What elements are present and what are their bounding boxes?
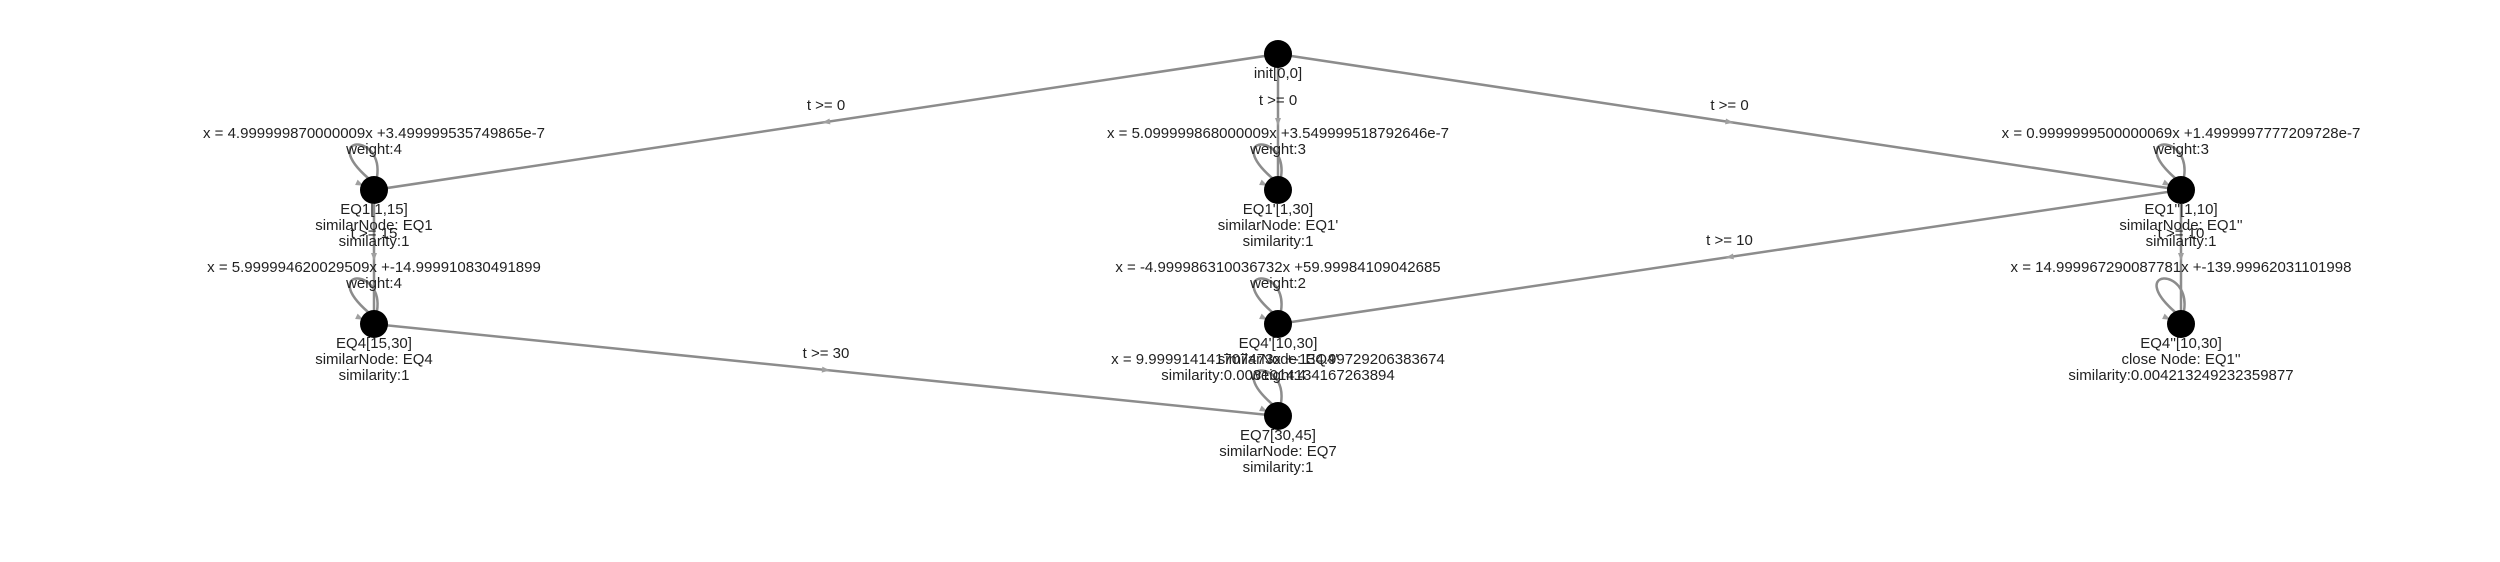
- node-init[interactable]: [1264, 40, 1292, 68]
- equation-label: x = 5.999994620029509x +-14.999910830491…: [207, 259, 541, 276]
- edge-arrow: [1725, 253, 1734, 260]
- node-eq1[interactable]: [360, 176, 388, 204]
- node-label: EQ1[1,15]: [340, 201, 408, 218]
- self-loop: [2155, 143, 2186, 179]
- edge-arrow: [1275, 118, 1281, 126]
- weight-label: weight:4: [345, 275, 402, 292]
- equation-label: x = 9.999914141707473x +-134.99729206383…: [1111, 351, 1445, 368]
- edge-arrow: [2178, 253, 2184, 261]
- node-eq7[interactable]: [1264, 402, 1292, 430]
- equation-label: x = 4.999999870000009x +3.49999953574986…: [203, 125, 545, 142]
- edges-layer: [371, 52, 2184, 418]
- weight-label: weight:3: [2152, 141, 2209, 158]
- equation-label: x = -4.999986310036732x +59.999841090426…: [1115, 259, 1440, 276]
- labels-layer: t >= 0 t >= 0 t >= 0 t >= 15 t >= 30 t >= 10 t…: [203, 65, 2360, 476]
- edge-label: t >= 0: [807, 97, 845, 114]
- node-label: EQ7[30,45]: [1240, 427, 1316, 444]
- node-label: similarity:1: [1243, 233, 1314, 250]
- weight-label: weight:2: [1249, 275, 1306, 292]
- node-label: similarity:1: [1243, 459, 1314, 476]
- node-eq4[interactable]: [360, 310, 388, 338]
- node-eq4pp[interactable]: [2167, 310, 2195, 338]
- edge-label: t >= 30: [803, 345, 850, 362]
- node-label: similarity:1: [2146, 233, 2217, 250]
- node-label: similarity:1: [339, 367, 410, 384]
- edge-label: t >= 10: [2158, 225, 2205, 242]
- self-loop: [1252, 369, 1283, 405]
- self-loop: [1252, 143, 1283, 179]
- node-label: EQ4[15,30]: [336, 335, 412, 352]
- node-label: EQ1''[1,10]: [2144, 201, 2217, 218]
- node-label: EQ4''[10,30]: [2140, 335, 2222, 352]
- self-loop: [348, 277, 379, 313]
- self-loop: [348, 143, 379, 179]
- equation-label: x = 14.999967290087781x +-139.9996203110…: [2011, 259, 2352, 276]
- edge-label: t >= 0: [1710, 97, 1748, 114]
- node-label: init[0,0]: [1254, 65, 1302, 82]
- self-loop: [1252, 277, 1283, 313]
- equation-label: x = 5.099999868000009x +3.54999951879264…: [1107, 125, 1449, 142]
- node-eq1p[interactable]: [1264, 176, 1292, 204]
- edge-arrow: [1725, 118, 1734, 125]
- edge-arrow: [371, 253, 377, 261]
- nodes-layer: [360, 40, 2195, 430]
- node-label: similarity:0.0031014134167263894: [1161, 367, 1395, 384]
- node-label: similarNode: EQ7: [1219, 443, 1337, 460]
- node-label: similarNode: EQ1': [1218, 217, 1339, 234]
- node-label: EQ1'[1,30]: [1243, 201, 1313, 218]
- edge-arrow: [821, 366, 830, 373]
- node-label: similarity:1: [339, 233, 410, 250]
- weight-label: weight:4: [1249, 367, 1306, 384]
- equation-label: x = 0.9999999500000069x +1.4999997777209…: [2002, 125, 2361, 142]
- node-label: EQ4'[10,30]: [1239, 335, 1318, 352]
- node-label: similarNode: EQ4: [315, 351, 433, 368]
- weight-label: weight:3: [1249, 141, 1306, 158]
- node-label: similarNode: EQ1: [315, 217, 433, 234]
- edge-label: t >= 0: [1259, 92, 1297, 109]
- node-eq4p[interactable]: [1264, 310, 1292, 338]
- node-label: similarity:0.004213249232359877: [2068, 367, 2293, 384]
- edge-arrow: [822, 118, 831, 125]
- node-label: close Node: EQ1'': [2121, 351, 2240, 368]
- node-label: similarNode: EQ1'': [2119, 217, 2242, 234]
- edge-label: t >= 15: [351, 225, 398, 242]
- self-loop: [2155, 277, 2186, 313]
- weight-label: weight:4: [345, 141, 402, 158]
- edge-label: t >= 10: [1706, 232, 1753, 249]
- node-label: similarNode: EQ4': [1218, 351, 1339, 368]
- node-eq1pp[interactable]: [2167, 176, 2195, 204]
